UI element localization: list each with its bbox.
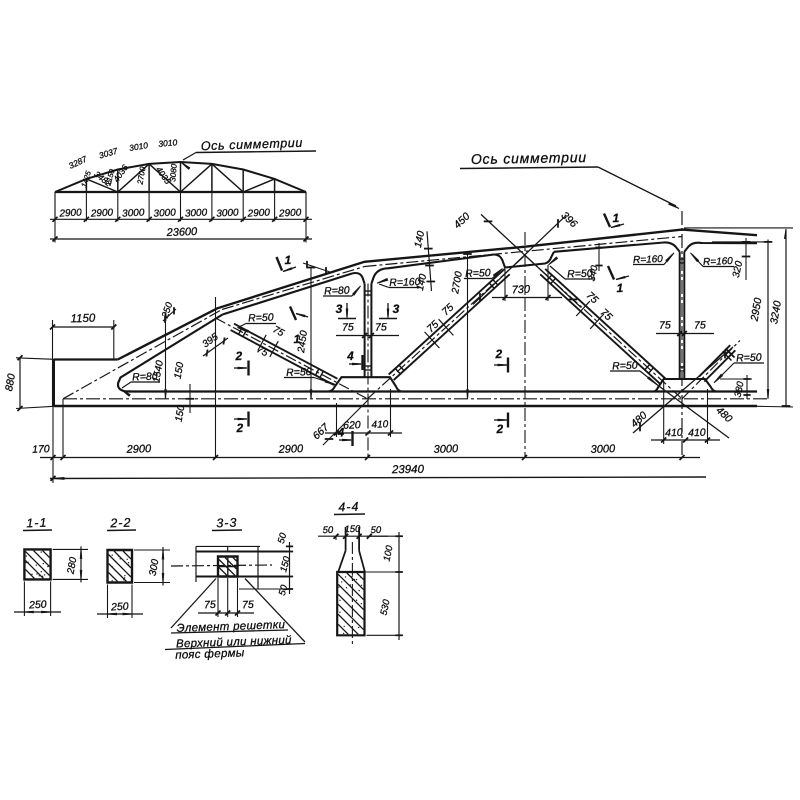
svg-text:75: 75 <box>342 321 354 333</box>
svg-text:R=50: R=50 <box>248 312 274 325</box>
svg-text:2900: 2900 <box>277 443 304 456</box>
svg-text:280: 280 <box>65 556 79 576</box>
svg-text:250: 250 <box>160 300 176 320</box>
svg-text:3000: 3000 <box>122 207 145 219</box>
svg-text:50: 50 <box>370 525 382 536</box>
svg-text:340: 340 <box>587 264 601 282</box>
svg-text:150: 150 <box>174 404 188 423</box>
svg-text:75: 75 <box>255 344 270 359</box>
svg-text:300: 300 <box>148 558 162 577</box>
svg-text:R=160: R=160 <box>633 254 664 266</box>
svg-text:75: 75 <box>271 324 286 339</box>
svg-text:1: 1 <box>293 332 300 346</box>
svg-text:3000: 3000 <box>433 443 459 456</box>
svg-text:410: 410 <box>665 427 683 440</box>
svg-text:3010: 3010 <box>158 137 178 149</box>
svg-text:1: 1 <box>616 281 623 295</box>
svg-text:23600: 23600 <box>165 226 198 239</box>
svg-text:620: 620 <box>343 419 361 432</box>
svg-text:3010: 3010 <box>128 140 149 153</box>
svg-text:R=160: R=160 <box>703 256 734 268</box>
svg-text:2: 2 <box>494 347 502 361</box>
svg-text:23940: 23940 <box>391 464 425 477</box>
svg-text:2900: 2900 <box>90 207 114 219</box>
svg-text:1: 1 <box>284 253 291 267</box>
svg-text:75: 75 <box>242 599 254 611</box>
svg-text:50: 50 <box>276 531 290 545</box>
svg-text:730: 730 <box>512 284 532 297</box>
svg-text:3000: 3000 <box>153 207 176 219</box>
svg-text:3: 3 <box>336 302 343 316</box>
svg-text:2700: 2700 <box>135 165 147 186</box>
svg-text:3000: 3000 <box>185 207 208 219</box>
svg-text:Ось симметрии: Ось симметрии <box>201 136 304 154</box>
svg-text:3240: 3240 <box>768 300 784 325</box>
svg-text:75: 75 <box>659 319 671 331</box>
svg-text:4: 4 <box>346 351 354 363</box>
svg-text:2900: 2900 <box>278 207 302 219</box>
svg-text:Ось симметрии: Ось симметрии <box>471 149 587 167</box>
svg-text:2900: 2900 <box>125 443 152 456</box>
svg-text:75: 75 <box>204 599 216 611</box>
svg-text:150: 150 <box>344 524 361 536</box>
svg-text:2: 2 <box>495 422 503 436</box>
svg-text:380: 380 <box>733 380 747 398</box>
svg-text:2950: 2950 <box>748 297 764 323</box>
svg-text:2: 2 <box>235 421 243 435</box>
svg-text:R=80: R=80 <box>324 285 350 298</box>
svg-text:1: 1 <box>612 211 619 225</box>
svg-text:4-4: 4-4 <box>338 500 360 515</box>
svg-text:3000: 3000 <box>590 443 616 456</box>
svg-text:150: 150 <box>278 555 293 574</box>
svg-text:170: 170 <box>32 443 50 456</box>
svg-text:3000: 3000 <box>216 207 239 219</box>
svg-text:75: 75 <box>694 319 706 331</box>
svg-text:4: 4 <box>337 428 345 440</box>
svg-text:3-3: 3-3 <box>216 516 238 531</box>
svg-text:R=50: R=50 <box>567 268 593 281</box>
svg-text:250: 250 <box>110 601 129 614</box>
svg-text:3080: 3080 <box>168 163 179 182</box>
svg-text:R=50: R=50 <box>612 360 638 373</box>
svg-text:250: 250 <box>28 599 47 612</box>
svg-text:50: 50 <box>277 583 291 597</box>
svg-text:530: 530 <box>379 598 393 616</box>
svg-text:2-2: 2-2 <box>109 516 132 531</box>
svg-text:320: 320 <box>731 260 745 279</box>
svg-text:3: 3 <box>393 302 400 316</box>
svg-text:2900: 2900 <box>58 207 82 219</box>
svg-text:R=50: R=50 <box>286 366 312 379</box>
svg-text:Верхний или нижний: Верхний или нижний <box>176 634 292 650</box>
svg-text:2900: 2900 <box>246 207 270 219</box>
svg-text:150: 150 <box>173 361 187 380</box>
svg-text:2450: 2450 <box>296 329 310 354</box>
svg-text:1540: 1540 <box>151 359 166 383</box>
svg-text:50: 50 <box>322 525 334 536</box>
svg-text:пояс фермы: пояс фермы <box>175 647 245 661</box>
svg-text:1150: 1150 <box>70 313 96 326</box>
svg-text:R=80: R=80 <box>132 371 158 384</box>
svg-text:2: 2 <box>234 349 242 363</box>
svg-text:140: 140 <box>413 230 427 249</box>
svg-text:R=50: R=50 <box>736 352 762 365</box>
svg-text:R=50: R=50 <box>465 267 491 280</box>
svg-text:100: 100 <box>382 544 396 562</box>
svg-text:75: 75 <box>375 321 387 333</box>
svg-text:R=160: R=160 <box>389 276 421 289</box>
svg-text:410: 410 <box>371 419 388 431</box>
svg-text:1-1: 1-1 <box>26 516 48 531</box>
svg-text:880: 880 <box>3 373 18 392</box>
svg-text:2700: 2700 <box>450 270 465 295</box>
svg-text:410: 410 <box>688 427 706 440</box>
